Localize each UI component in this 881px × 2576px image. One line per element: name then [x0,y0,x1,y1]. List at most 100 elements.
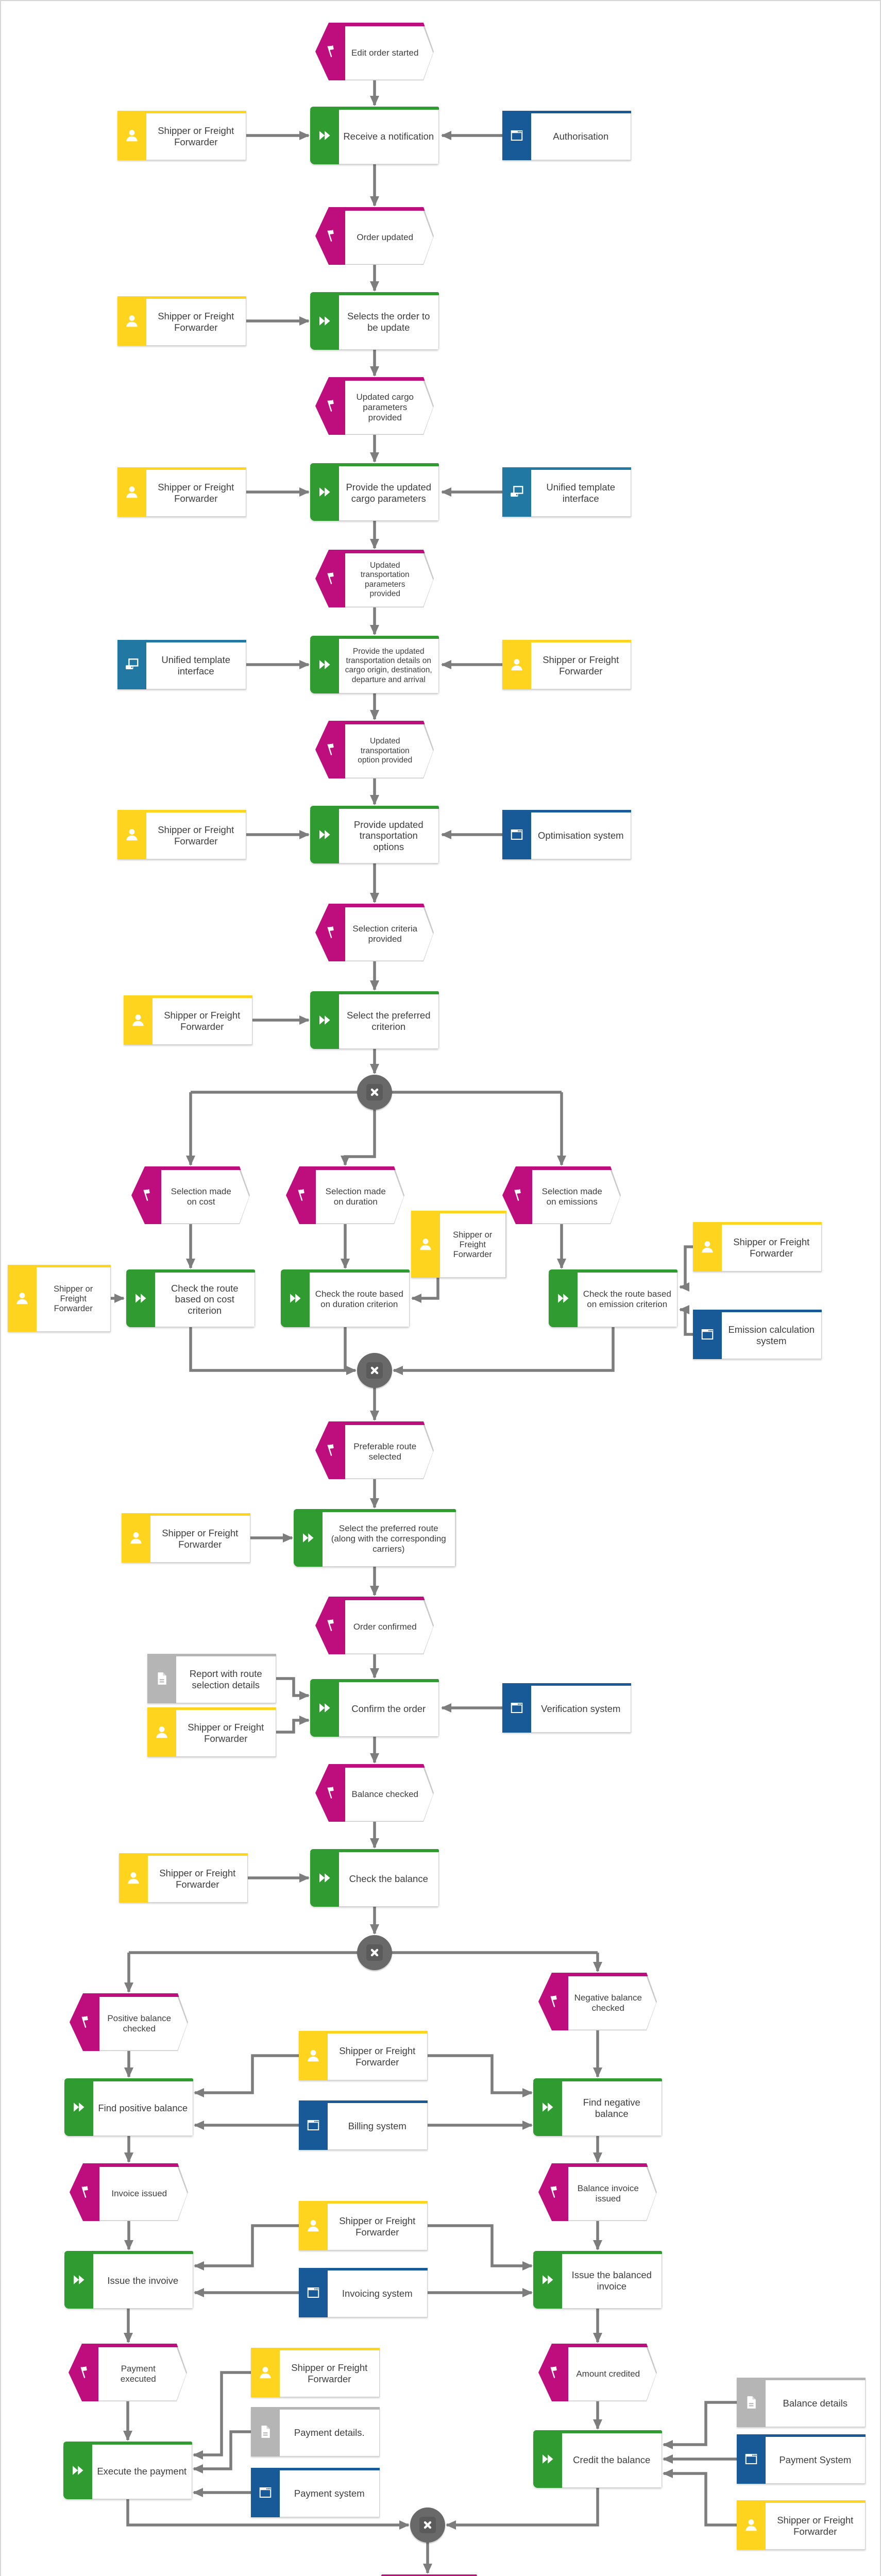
application-window-icon [502,111,531,160]
function-check-the-route-based-on-emission-criterion[interactable]: Check the route based on emission criter… [549,1269,677,1327]
function-find-positive-balance[interactable]: Find positive balance [64,2078,193,2136]
function-issue-the-invoive[interactable]: Issue the invoive [64,2251,193,2309]
double-chevron-icon [64,2251,93,2309]
role-shipper-or-freight-forwarder-8[interactable]: Shipper or Freight Forwarder [411,1211,506,1278]
event-updated-transportation-parameters-provided[interactable]: Updated transportation parameters provid… [315,550,434,607]
event-selection-made-on-cost[interactable]: Selection made on cost [131,1166,250,1224]
function-confirm-the-order[interactable]: Confirm the order [310,1679,439,1737]
function-receive-a-notification[interactable]: Receive a notification [310,107,439,164]
event-edit-order-started[interactable]: Edit order started [315,23,434,80]
xor-connector-3[interactable] [357,1935,392,1970]
function-check-the-balance[interactable]: Check the balance [310,1849,439,1907]
function-check-the-route-based-on-cost-criterion[interactable]: Check the route based on cost criterion [126,1269,255,1327]
role-shipper-or-freight-forwarder-11[interactable]: Shipper or Freight Forwarder [147,1707,276,1757]
double-chevron-icon [310,636,339,693]
event-negative-balance-checked[interactable]: Negative balance checked [538,1973,657,2030]
role-shipper-or-freight-forwarder-14[interactable]: Shipper or Freight Forwarder [299,2201,428,2250]
role-shipper-or-freight-forwarder-16-label: Shipper or Freight Forwarder [777,2514,854,2537]
xor-connector-1[interactable] [357,1075,392,1110]
double-chevron-icon [533,2078,562,2136]
event-amount-credited[interactable]: Amount credited [538,2344,657,2401]
event-selection-criteria-provided[interactable]: Selection criteria provided [315,904,434,961]
double-chevron-icon [294,1509,323,1567]
function-selects-the-order-to-be-update[interactable]: Selects the order to be update [310,292,439,350]
function-select-the-preferred-route[interactable]: Select the preferred route (along with t… [293,1509,456,1567]
person-icon [299,2201,328,2250]
role-shipper-or-freight-forwarder-2-label: Shipper or Freight Forwarder [158,310,234,333]
role-shipper-or-freight-forwarder-12[interactable]: Shipper or Freight Forwarder [119,1853,248,1903]
role-shipper-or-freight-forwarder-5[interactable]: Shipper or Freight Forwarder [117,810,246,859]
function-provide-updated-transportation-options[interactable]: Provide updated transportation options [310,806,439,863]
xor-connector-4[interactable] [410,2507,445,2543]
role-shipper-or-freight-forwarder-10[interactable]: Shipper or Freight Forwarder [122,1513,250,1563]
double-chevron-icon [310,107,339,164]
person-icon [117,467,146,517]
double-chevron-icon [533,2430,562,2488]
flag-icon [315,550,344,607]
function-provide-the-updated-cargo-parameters[interactable]: Provide the updated cargo parameters [310,463,439,521]
role-shipper-or-freight-forwarder-4[interactable]: Shipper or Freight Forwarder [502,640,631,689]
role-shipper-or-freight-forwarder-9[interactable]: Shipper or Freight Forwarder [693,1222,822,1272]
event-negative-balance-checked-label: Negative balance checked [574,1992,642,2013]
document-payment-details[interactable]: Payment details. [251,2407,380,2456]
role-shipper-or-freight-forwarder-2[interactable]: Shipper or Freight Forwarder [117,296,246,346]
flow-arrow [411,1278,439,1303]
system-emission-calculation-system[interactable]: Emission calculation system [693,1310,822,1359]
event-updated-transportation-option-provided[interactable]: Updated transportation option provided [315,721,434,778]
event-payment-executed[interactable]: Payment executed [69,2344,187,2401]
event-selection-made-on-emissions[interactable]: Selection made on emissions [502,1166,621,1224]
document-balance-details[interactable]: Balance details [737,2378,866,2427]
role-shipper-or-freight-forwarder-3[interactable]: Shipper or Freight Forwarder [117,467,246,517]
system-payment-system-1[interactable]: Payment system [251,2468,380,2517]
xor-connector-2[interactable] [357,1353,392,1388]
system-optimisation-system[interactable]: Optimisation system [502,810,631,859]
double-chevron-icon [310,463,339,521]
system-billing-system[interactable]: Billing system [299,2100,428,2150]
flag-icon [538,2163,567,2221]
system-unified-template-interface-2[interactable]: Unified template interface [117,640,246,689]
system-unified-template-interface-1[interactable]: Unified template interface [502,467,631,517]
event-invoice-issued[interactable]: Invoice issued [70,2163,188,2221]
role-shipper-or-freight-forwarder-6[interactable]: Shipper or Freight Forwarder [124,995,252,1045]
system-authorisation[interactable]: Authorisation [502,111,631,160]
function-find-negative-balance[interactable]: Find negative balance [533,2078,662,2136]
event-balance-invoice-issued[interactable]: Balance invoice issued [538,2163,657,2221]
role-shipper-or-freight-forwarder-7[interactable]: Shipper or Freight Forwarder [8,1265,111,1332]
document-report-with-route-selection-details[interactable]: Report with route selection details [147,1654,276,1703]
application-window-icon [299,2268,328,2317]
function-confirm-the-order-label: Confirm the order [351,1703,426,1715]
role-shipper-or-freight-forwarder-1[interactable]: Shipper or Freight Forwarder [117,111,246,160]
event-balance-checked[interactable]: Balance checked [315,1764,434,1822]
event-selection-made-on-duration[interactable]: Selection made on duration [286,1166,404,1224]
document-payment-details-label: Payment details. [294,2427,365,2438]
function-provide-the-updated-transportation-details[interactable]: Provide the updated transportation detai… [310,636,439,693]
event-notification-sent[interactable]: Notification sent [368,2574,487,2576]
person-icon [117,296,146,346]
system-invoicing-system[interactable]: Invoicing system [299,2268,428,2317]
role-shipper-or-freight-forwarder-16[interactable]: Shipper or Freight Forwarder [737,2500,866,2550]
person-icon [119,1853,148,1903]
function-select-the-preferred-criterion[interactable]: Select the preferred criterion [310,991,439,1049]
event-updated-cargo-parameters-provided[interactable]: Updated cargo parameters provided [315,377,434,435]
event-amount-credited-label: Amount credited [576,2368,640,2379]
person-icon [737,2500,766,2550]
function-issue-the-balanced-invoice[interactable]: Issue the balanced invoice [533,2251,662,2309]
flow-arrow [126,2499,410,2530]
function-check-the-route-based-on-duration-criterion[interactable]: Check the route based on duration criter… [281,1269,410,1327]
role-shipper-or-freight-forwarder-15[interactable]: Shipper or Freight Forwarder [251,2348,380,2397]
event-preferable-route-selected[interactable]: Preferable route selected [315,1421,434,1479]
flag-icon [315,1421,344,1479]
system-payment-system-2[interactable]: Payment System [737,2434,866,2484]
flow-arrow [663,2469,737,2527]
system-verification-system[interactable]: Verification system [502,1683,631,1733]
flag-icon [69,2344,97,2401]
function-execute-the-payment[interactable]: Execute the payment [63,2442,192,2499]
role-shipper-or-freight-forwarder-13[interactable]: Shipper or Freight Forwarder [299,2031,428,2080]
event-positive-balance-checked[interactable]: Positive balance checked [70,1993,188,2051]
function-credit-the-balance[interactable]: Credit the balance [533,2430,662,2488]
event-order-updated[interactable]: Order updated [315,207,434,265]
document-icon [737,2378,766,2427]
event-order-confirmed[interactable]: Order confirmed [315,1597,434,1654]
flag-icon [315,1597,344,1654]
event-selection-made-on-emissions-label: Selection made on emissions [541,1186,602,1207]
